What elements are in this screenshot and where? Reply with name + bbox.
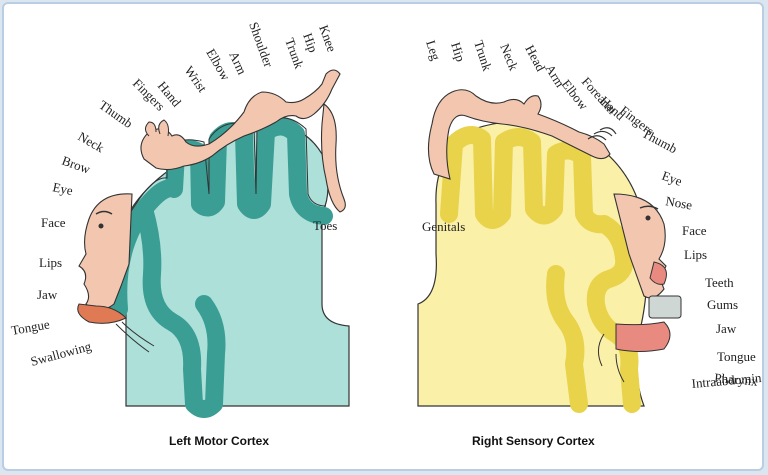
motor-label-eye: Eye <box>51 179 74 198</box>
motor-homunculus-leg <box>320 102 346 213</box>
motor-homunculus-arm <box>140 69 341 171</box>
motor-label-face: Face <box>41 215 66 230</box>
sensory-label-trunk: Trunk <box>471 38 495 73</box>
sensory-label-leg: Leg <box>423 38 444 62</box>
sensory-label-face: Face <box>682 223 707 238</box>
motor-cortex <box>77 69 350 418</box>
sensory-label-teeth: Teeth <box>705 275 734 290</box>
motor-label-thumb: Thumb <box>96 97 135 131</box>
sensory-label-gums: Gums <box>707 297 738 312</box>
motor-label-swallowing: Swallowing <box>29 338 93 369</box>
sensory-label-hip: Hip <box>448 40 468 63</box>
motor-tongue <box>77 303 127 324</box>
sensory-label-nose: Nose <box>664 193 693 212</box>
sensory-genitals-label: Genitals <box>422 219 465 234</box>
motor-gyrus-band <box>109 117 333 418</box>
sensory-homunculus-body <box>427 89 611 180</box>
motor-label-wrist: Wrist <box>182 63 211 95</box>
sensory-cortex <box>417 89 682 413</box>
sensory-teeth <box>648 295 682 319</box>
motor-caption: Left Motor Cortex <box>169 434 269 448</box>
motor-label-hip: Hip <box>300 31 321 54</box>
motor-eye-icon <box>98 223 104 229</box>
motor-label-jaw: Jaw <box>37 287 58 302</box>
sensory-tongue <box>615 321 671 352</box>
motor-gyrus-outline <box>108 117 327 310</box>
motor-label-lips: Lips <box>39 255 62 270</box>
sensory-label-neck: Neck <box>497 42 521 74</box>
sensory-label-jaw: Jaw <box>716 321 737 336</box>
motor-label-shoulder: Shoulder <box>246 20 276 70</box>
sensory-label-lips: Lips <box>684 247 707 262</box>
sensory-label-tongue: Tongue <box>717 349 756 364</box>
sensory-label-thumb: Thumb <box>640 125 680 156</box>
motor-label-elbow: Elbow <box>203 46 233 83</box>
sensory-label-intraabdominal: Intraabdominal <box>691 369 762 391</box>
sensory-label-eye: Eye <box>660 168 684 189</box>
motor-label-brow: Brow <box>60 153 93 177</box>
sensory-label-pharynx: Pharynx <box>714 370 759 389</box>
sensory-eye-icon <box>645 215 651 221</box>
motor-toes-label: Toes <box>313 218 337 233</box>
homunculus-diagram: KneeHipTrunkShoulderArmElbowWristHandFin… <box>10 20 762 448</box>
motor-label-neck: Neck <box>76 129 108 156</box>
sensory-caption: Right Sensory Cortex <box>472 434 595 448</box>
motor-homunculus-face <box>78 193 133 311</box>
motor-label-tongue: Tongue <box>10 316 51 338</box>
